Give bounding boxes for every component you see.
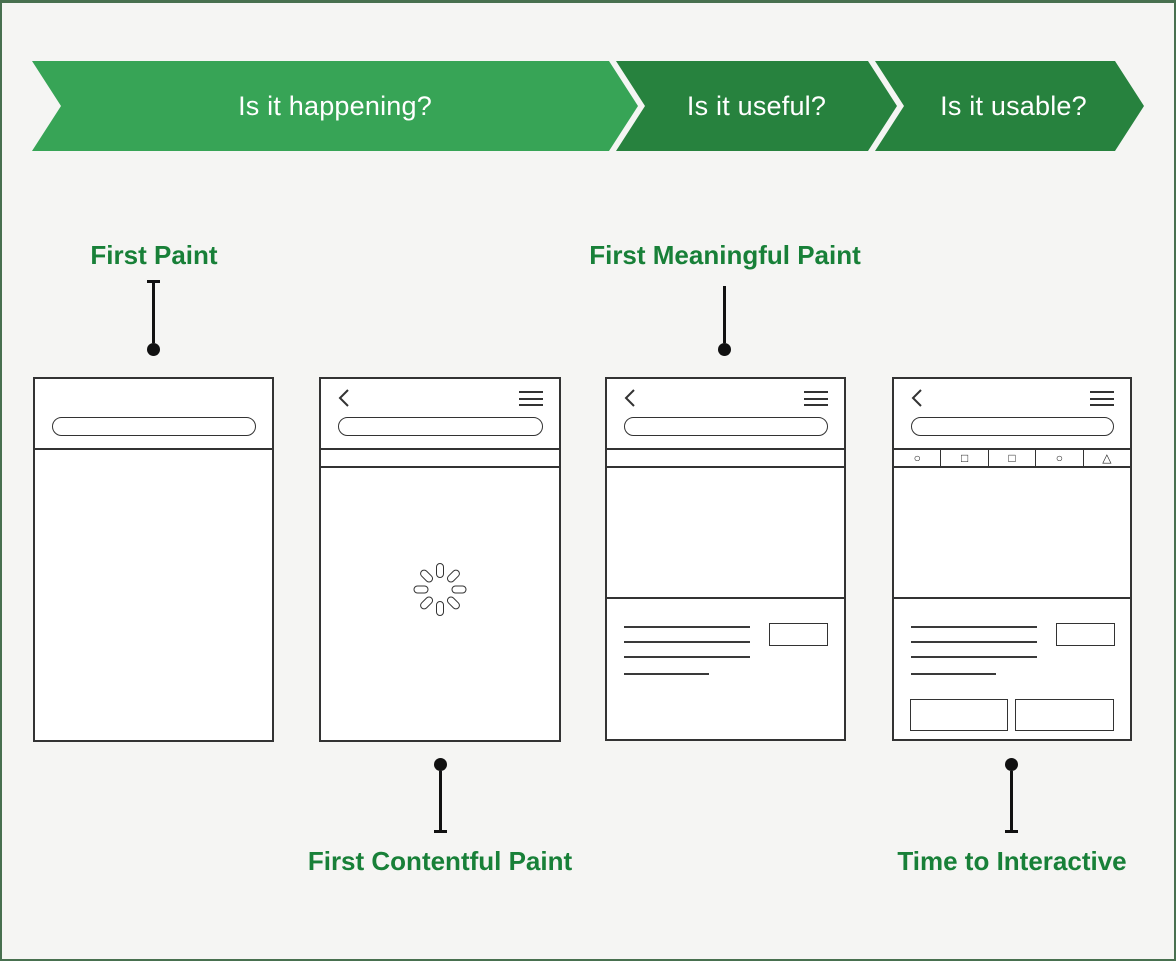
back-chevron-icon [623,388,637,408]
button-placeholder [769,623,828,646]
connector-dot [1004,758,1018,771]
loading-spinner-icon [413,562,466,616]
text-line-placeholder [624,641,750,643]
text-line-placeholder [624,656,750,658]
hero-image-block [894,468,1130,599]
label-time-to-interactive: Time to Interactive [897,846,1127,876]
url-bar [338,417,543,436]
hamburger-menu-icon [804,391,828,411]
phone-mockup-time-to-interactive: ○ □ □ ○ △ [892,377,1132,741]
phone-header [894,379,1130,450]
connector-line [1009,771,1013,830]
text-line-placeholder [911,626,1037,628]
back-chevron-icon [910,388,924,408]
connector-dot [146,343,160,356]
hamburger-menu-icon [519,391,543,411]
phone-header [321,379,559,450]
circle-icon: ○ [894,450,942,466]
connector-cap [433,830,447,833]
connector-dot [433,758,447,771]
url-bar [911,417,1114,436]
page-content [607,599,844,739]
banner-step-label: Is it happening? [238,90,432,121]
url-bar [52,417,256,436]
toolbar-strip-icons: ○ □ □ ○ △ [894,450,1130,468]
page-content [894,599,1130,739]
hero-image-block [607,468,844,599]
phone-mockup-first-contentful-paint [319,377,561,742]
square-icon: □ [989,450,1037,466]
connector-first-contentful-paint [433,758,447,833]
button-placeholder [1056,623,1115,646]
banner-step-is-it-useful: Is it useful? [616,61,897,151]
toolbar-strip [321,450,559,468]
text-line-placeholder [911,656,1037,658]
text-line-placeholder [911,673,996,675]
phone-header [607,379,844,450]
connector-line [151,283,155,343]
circle-icon: ○ [1036,450,1084,466]
connector-time-to-interactive [1004,758,1018,833]
label-first-paint: First Paint [90,240,218,270]
toolbar-strip [607,450,844,468]
connector-cap [1004,830,1018,833]
button-placeholder [1015,699,1114,731]
back-chevron-icon [337,388,351,408]
connector-first-paint [146,280,160,356]
phone-header [35,379,272,450]
text-line-placeholder [911,641,1037,643]
label-first-contentful-paint: First Contentful Paint [307,846,573,876]
text-line-placeholder [624,626,750,628]
text-line-placeholder [624,673,709,675]
banner-step-label: Is it useful? [686,90,827,121]
phone-mockup-first-paint [33,377,274,742]
triangle-icon: △ [1102,451,1112,465]
connector-line [438,771,442,830]
label-first-meaningful-paint: First Meaningful Paint [589,240,861,270]
hamburger-menu-icon [1090,391,1114,411]
banner-step-is-it-happening: Is it happening? [32,61,638,151]
connector-line [722,286,726,343]
square-icon: □ [941,450,989,466]
blank-page-body [35,450,272,740]
url-bar [624,417,828,436]
banner-step-is-it-usable: Is it usable? [875,61,1144,151]
connector-cap [146,280,160,283]
phone-mockup-first-meaningful-paint [605,377,846,741]
button-placeholder [910,699,1008,731]
connector-dot [717,343,731,356]
banner-step-label: Is it usable? [940,90,1087,121]
connector-first-meaningful-paint [717,286,731,356]
